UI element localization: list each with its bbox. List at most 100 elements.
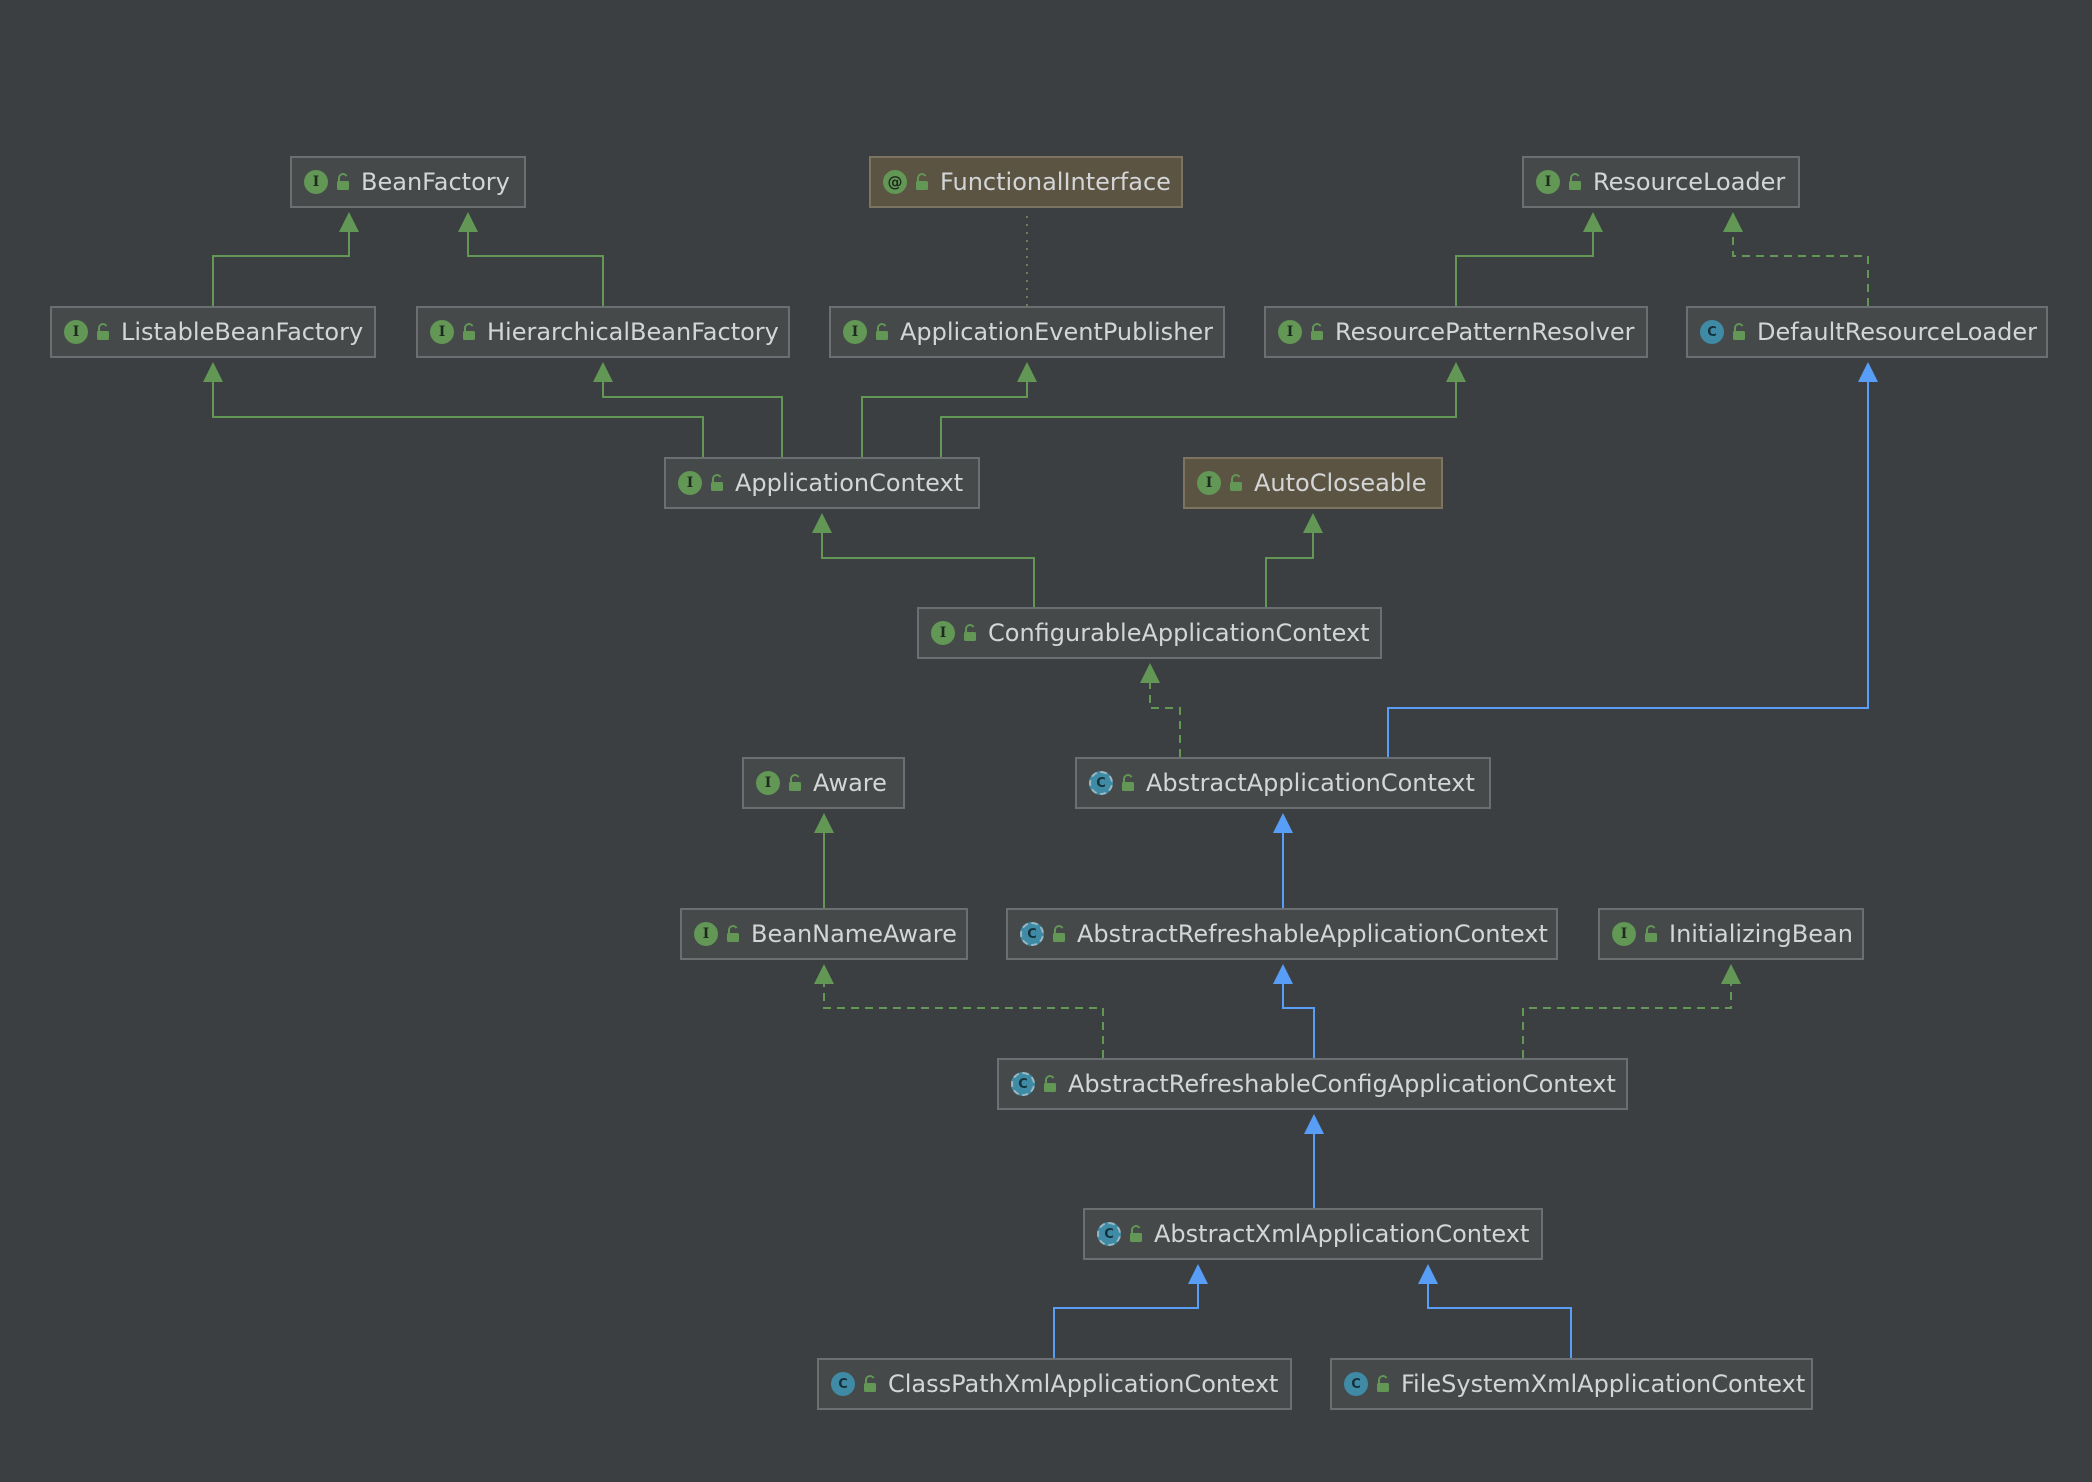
node-label: ResourceLoader xyxy=(1593,168,1786,196)
abstract-class-icon: C xyxy=(1020,922,1044,946)
edge-extends-interface xyxy=(812,513,1035,607)
arrowhead xyxy=(593,362,613,382)
edge-extends-interface xyxy=(212,212,359,306)
public-lock-icon xyxy=(789,774,801,791)
arrowhead xyxy=(814,964,834,984)
edge-line xyxy=(1387,380,1869,757)
node-label: ClassPathXmlApplicationContext xyxy=(888,1370,1279,1398)
node-label: AbstractApplicationContext xyxy=(1146,769,1475,797)
public-lock-icon xyxy=(876,323,888,340)
interface-icon: I xyxy=(843,320,867,344)
node-label: ListableBeanFactory xyxy=(121,318,364,346)
arrowhead xyxy=(1140,663,1160,683)
edge-line xyxy=(1732,230,1869,306)
edge-extends-class xyxy=(1273,813,1293,908)
edge-implements xyxy=(1140,663,1181,757)
node-label: Aware xyxy=(813,769,887,797)
node-bean-factory[interactable]: I BeanFactory xyxy=(290,156,526,208)
edge-extends-class xyxy=(1304,1114,1324,1208)
arrowhead xyxy=(1273,813,1293,833)
node-label: InitializingBean xyxy=(1669,920,1853,948)
edge-extends-class xyxy=(1053,1264,1208,1358)
public-lock-icon xyxy=(337,173,349,190)
interface-icon: I xyxy=(678,471,702,495)
edge-extends-class xyxy=(1273,964,1315,1058)
edge-extends-class xyxy=(1418,1264,1572,1358)
abstract-class-icon: C xyxy=(1097,1222,1121,1246)
public-lock-icon xyxy=(1130,1225,1142,1242)
interface-icon: I xyxy=(304,170,328,194)
arrowhead xyxy=(1721,964,1741,984)
abstract-class-icon: C xyxy=(1089,771,1113,795)
arrowhead xyxy=(1303,513,1323,533)
arrowhead xyxy=(339,212,359,232)
public-lock-icon xyxy=(864,1375,876,1392)
node-label: BeanFactory xyxy=(361,168,510,196)
node-abstract-xml-application-context[interactable]: C AbstractXmlApplicationContext xyxy=(1083,1208,1543,1260)
interface-icon: I xyxy=(1278,320,1302,344)
edge-line xyxy=(823,982,1104,1058)
edge-line xyxy=(467,230,604,306)
public-lock-icon xyxy=(1044,1075,1056,1092)
edge-extends-interface xyxy=(814,813,834,908)
node-hierarchical-bean-factory[interactable]: I HierarchicalBeanFactory xyxy=(416,306,790,358)
public-lock-icon xyxy=(916,173,928,190)
node-resource-pattern-resolver[interactable]: I ResourcePatternResolver xyxy=(1264,306,1648,358)
arrowhead xyxy=(1723,212,1743,232)
interface-icon: I xyxy=(430,320,454,344)
edge-line xyxy=(861,380,1028,457)
interface-icon: I xyxy=(1536,170,1560,194)
node-label: ResourcePatternResolver xyxy=(1335,318,1635,346)
public-lock-icon xyxy=(1311,323,1323,340)
arrowhead xyxy=(1273,964,1293,984)
node-resource-loader[interactable]: I ResourceLoader xyxy=(1522,156,1800,208)
arrowhead xyxy=(203,362,223,382)
node-label: DefaultResourceLoader xyxy=(1757,318,2037,346)
edge-line xyxy=(212,380,704,457)
edge-extends-interface xyxy=(1265,513,1323,607)
arrowhead xyxy=(458,212,478,232)
edge-extends-interface xyxy=(203,362,704,457)
class-icon: C xyxy=(1700,320,1724,344)
interface-icon: I xyxy=(64,320,88,344)
interface-icon: I xyxy=(694,922,718,946)
arrowhead xyxy=(1446,362,1466,382)
public-lock-icon xyxy=(463,323,475,340)
node-default-resource-loader[interactable]: C DefaultResourceLoader xyxy=(1686,306,2048,358)
node-aware[interactable]: I Aware xyxy=(742,757,905,809)
arrowhead xyxy=(1017,362,1037,382)
edge-line xyxy=(602,380,783,457)
public-lock-icon xyxy=(1733,323,1745,340)
edge-extends-interface xyxy=(940,362,1466,457)
interface-icon: I xyxy=(756,771,780,795)
arrowhead xyxy=(812,513,832,533)
node-label: HierarchicalBeanFactory xyxy=(487,318,779,346)
public-lock-icon xyxy=(97,323,109,340)
arrowhead xyxy=(814,813,834,833)
edge-line xyxy=(1427,1282,1572,1358)
node-listable-bean-factory[interactable]: I ListableBeanFactory xyxy=(50,306,376,358)
node-label: FunctionalInterface xyxy=(940,168,1171,196)
node-functional-interface[interactable]: @FunctionalInterface xyxy=(869,156,1183,208)
node-label: AbstractXmlApplicationContext xyxy=(1154,1220,1530,1248)
node-abstract-application-context[interactable]: C AbstractApplicationContext xyxy=(1075,757,1491,809)
class-icon: C xyxy=(1344,1372,1368,1396)
edge-line xyxy=(212,230,350,306)
edge-line xyxy=(1053,1282,1199,1358)
public-lock-icon xyxy=(1053,925,1065,942)
edge-line xyxy=(1265,531,1314,607)
node-label: AbstractRefreshableConfigApplicationCont… xyxy=(1068,1070,1616,1098)
arrowhead xyxy=(1418,1264,1438,1284)
